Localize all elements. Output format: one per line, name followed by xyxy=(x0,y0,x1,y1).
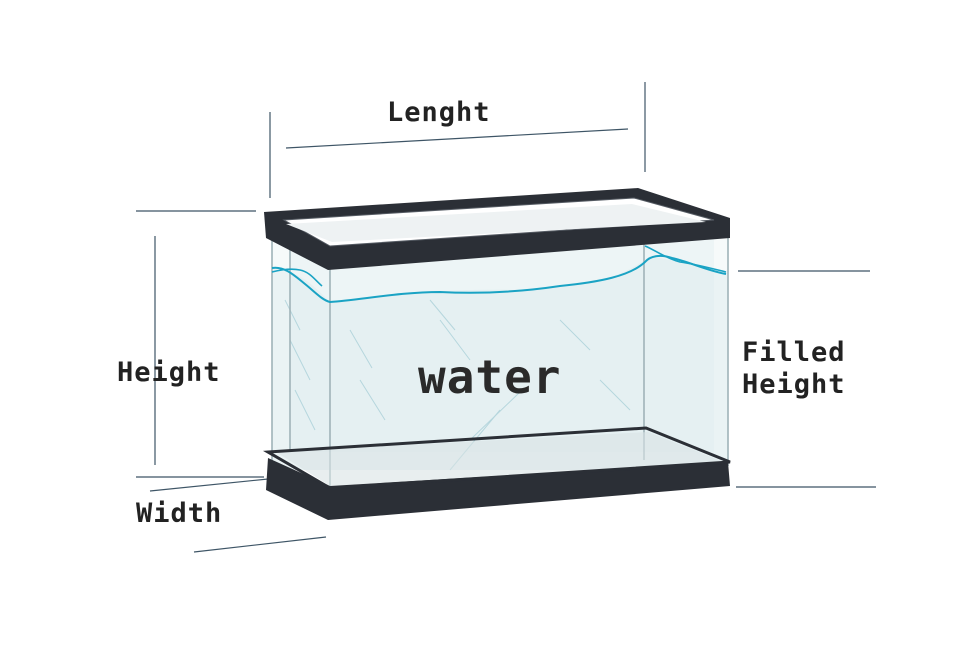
width-dimension-line xyxy=(193,536,327,553)
glass-tank xyxy=(262,188,731,520)
dimension-lines xyxy=(136,82,876,553)
width-extension-top xyxy=(149,478,269,492)
glass-back-pane xyxy=(290,218,714,452)
water-surface-left-edge xyxy=(271,268,323,287)
filled-height-label-line1: Filled xyxy=(742,337,846,368)
filled-height-label-line2: Height xyxy=(742,369,846,400)
water-label: water xyxy=(418,350,562,404)
width-label: Width xyxy=(136,498,223,529)
top-frame xyxy=(264,188,730,270)
glass-edges xyxy=(271,228,729,498)
water-surface-right-edge xyxy=(644,245,727,273)
length-dimension-line xyxy=(285,128,629,149)
height-label: Height xyxy=(117,357,221,388)
water-body xyxy=(272,256,728,470)
length-label: Lenght xyxy=(387,97,491,128)
tank-floor xyxy=(276,432,724,486)
glass-reflections xyxy=(284,299,631,471)
bottom-frame xyxy=(262,426,731,520)
